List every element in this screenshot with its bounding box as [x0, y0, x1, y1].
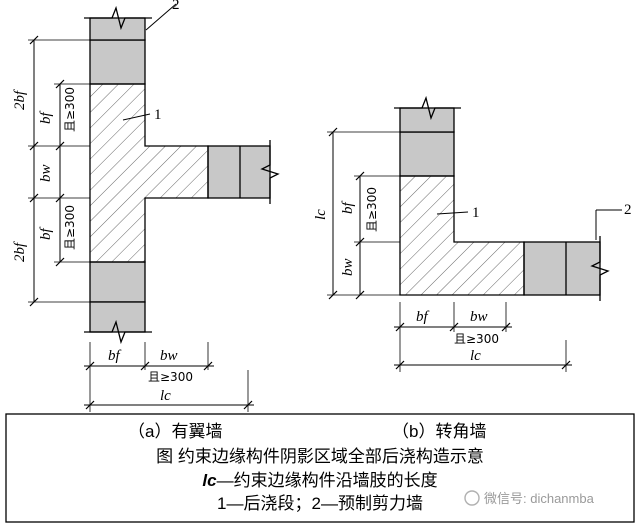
b-dim-bf-vert: bf [340, 201, 356, 215]
b-dim-bw-horiz: bw [470, 309, 488, 325]
wechat-icon [464, 490, 480, 506]
a-dim-bf-top: bf [38, 111, 54, 125]
diagram-b: 1 2 lc bf bw 且≥300 bf bw [313, 95, 632, 372]
a-break-right [260, 140, 280, 204]
b-precast-right [523, 241, 601, 296]
a-dim-lc: lc [160, 388, 171, 404]
lc-text: —约束边缘构件沿墙肢的长度 [217, 471, 438, 490]
b-note-300-horiz: 且≥300 [454, 332, 499, 346]
a-dim-bf-bottom: bf [38, 227, 54, 241]
watermark-text: 微信号: dichanmba [484, 491, 595, 506]
caption-title: 图 约束边缘构件阴影区域全部后浇构造示意 [156, 447, 484, 466]
a-precast-right [207, 145, 271, 199]
b-dim-bw-vert: bw [340, 258, 356, 276]
b-dim-lc-horiz: lc [470, 348, 481, 364]
b-precast-top [399, 131, 455, 177]
a-dim-bf-horiz: bf [108, 348, 122, 364]
a-dim-2bf-bottom: 2bf [12, 241, 28, 262]
b-dim-bf-horiz: bf [416, 309, 430, 325]
a-dim-2bf-top: 2bf [12, 89, 28, 110]
caption-b: （b）转角墙 [392, 422, 486, 441]
lc-symbol: lc [202, 471, 217, 490]
a-label-1: 1 [154, 107, 162, 123]
a-precast-bottom [89, 261, 146, 303]
a-cast-zone [89, 83, 209, 263]
b-label-2: 2 [624, 202, 632, 218]
caption-legend-lc: lc—约束边缘构件沿墙肢的长度 [202, 471, 437, 490]
a-dim-bw-left: bw [38, 164, 54, 182]
a-precast-top-upper [89, 17, 146, 41]
b-break-top [394, 95, 461, 121]
a-break-bottom [84, 319, 152, 345]
caption-a: （a）有翼墙 [128, 422, 222, 441]
a-precast-top [89, 39, 146, 85]
b-precast-top-upper [399, 107, 455, 133]
watermark: 微信号: dichanmba [464, 490, 595, 506]
b-note-300-vert: 且≥300 [365, 187, 379, 232]
b-break-right [590, 236, 610, 301]
a-dim-bw-horiz: bw [160, 348, 178, 364]
b-label-1: 1 [472, 205, 480, 221]
b-cast-zone [399, 175, 525, 296]
a-note-300-bottom: 且≥300 [63, 205, 77, 250]
a-break-top [84, 5, 152, 31]
a-note-300-horiz: 且≥300 [148, 370, 193, 384]
a-note-300-top: 且≥300 [63, 87, 77, 132]
a-label-2: 2 [172, 0, 180, 13]
caption-box [5, 413, 635, 523]
b-dim-lc-vert: lc [313, 209, 329, 220]
diagram-a: 1 2 2bf 2bf bf bw bf 且≥300 且≥300 [12, 0, 280, 412]
caption-legend-12: 1—后浇段；2—预制剪力墙 [217, 494, 423, 513]
